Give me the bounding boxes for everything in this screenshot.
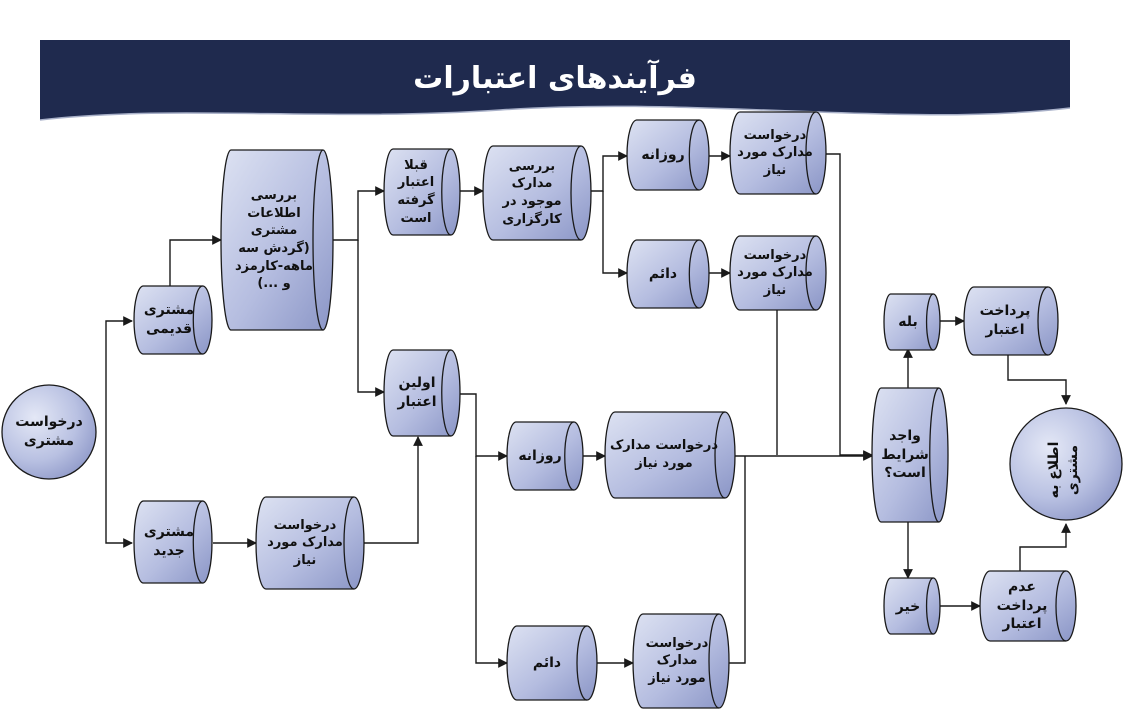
node-docs-request3-shape xyxy=(604,411,736,499)
node-pay-credit-shape xyxy=(963,286,1059,356)
arrow-pay-notify xyxy=(1007,355,1071,405)
arrow-old-review xyxy=(169,235,222,286)
node-docs-request2-shape xyxy=(729,235,827,311)
arrow-request-old xyxy=(105,316,133,432)
node-review-info-shape xyxy=(220,149,334,331)
arrow-first-perm2 xyxy=(475,456,508,668)
node-docs-request1-shape xyxy=(729,111,827,195)
arrow-request-new xyxy=(105,432,133,548)
node-no-pay-credit-shape xyxy=(979,570,1077,642)
node-conditions-shape xyxy=(871,387,949,523)
title-banner-edge xyxy=(39,105,1071,121)
arrow-docs-perm1 xyxy=(602,191,628,278)
node-daily1-shape xyxy=(626,119,710,191)
node-permanent2-shape xyxy=(506,625,598,701)
arrow-docs-daily1 xyxy=(589,151,628,192)
node-docs-request-new-shape xyxy=(255,496,365,590)
node-first-credit-shape xyxy=(383,349,461,437)
node-notify-customer-shape xyxy=(1009,407,1123,521)
node-permanent1-shape xyxy=(626,239,710,309)
connectors xyxy=(105,151,1071,668)
node-no-shape xyxy=(883,577,941,635)
title-banner xyxy=(40,40,1070,120)
line-req4-cond xyxy=(727,456,746,664)
arrow-review-first xyxy=(357,240,385,397)
node-daily2-shape xyxy=(506,421,584,491)
node-request-shape xyxy=(1,384,97,480)
arrow-nopay-notify xyxy=(1019,523,1071,571)
node-prev-credit-shape xyxy=(383,148,461,236)
arrow-review-prev xyxy=(330,186,385,241)
node-old-customer-shape xyxy=(133,285,213,355)
node-shapes xyxy=(1,111,1123,709)
node-docs-request4-shape xyxy=(632,613,730,709)
arrow-first-daily2 xyxy=(458,393,508,461)
node-yes-shape xyxy=(883,293,941,351)
arrow-req1-cond xyxy=(826,153,873,460)
node-new-customer-shape xyxy=(133,500,213,584)
arrow-newdocs-first xyxy=(361,436,423,544)
node-review-docs-shape xyxy=(482,145,592,241)
